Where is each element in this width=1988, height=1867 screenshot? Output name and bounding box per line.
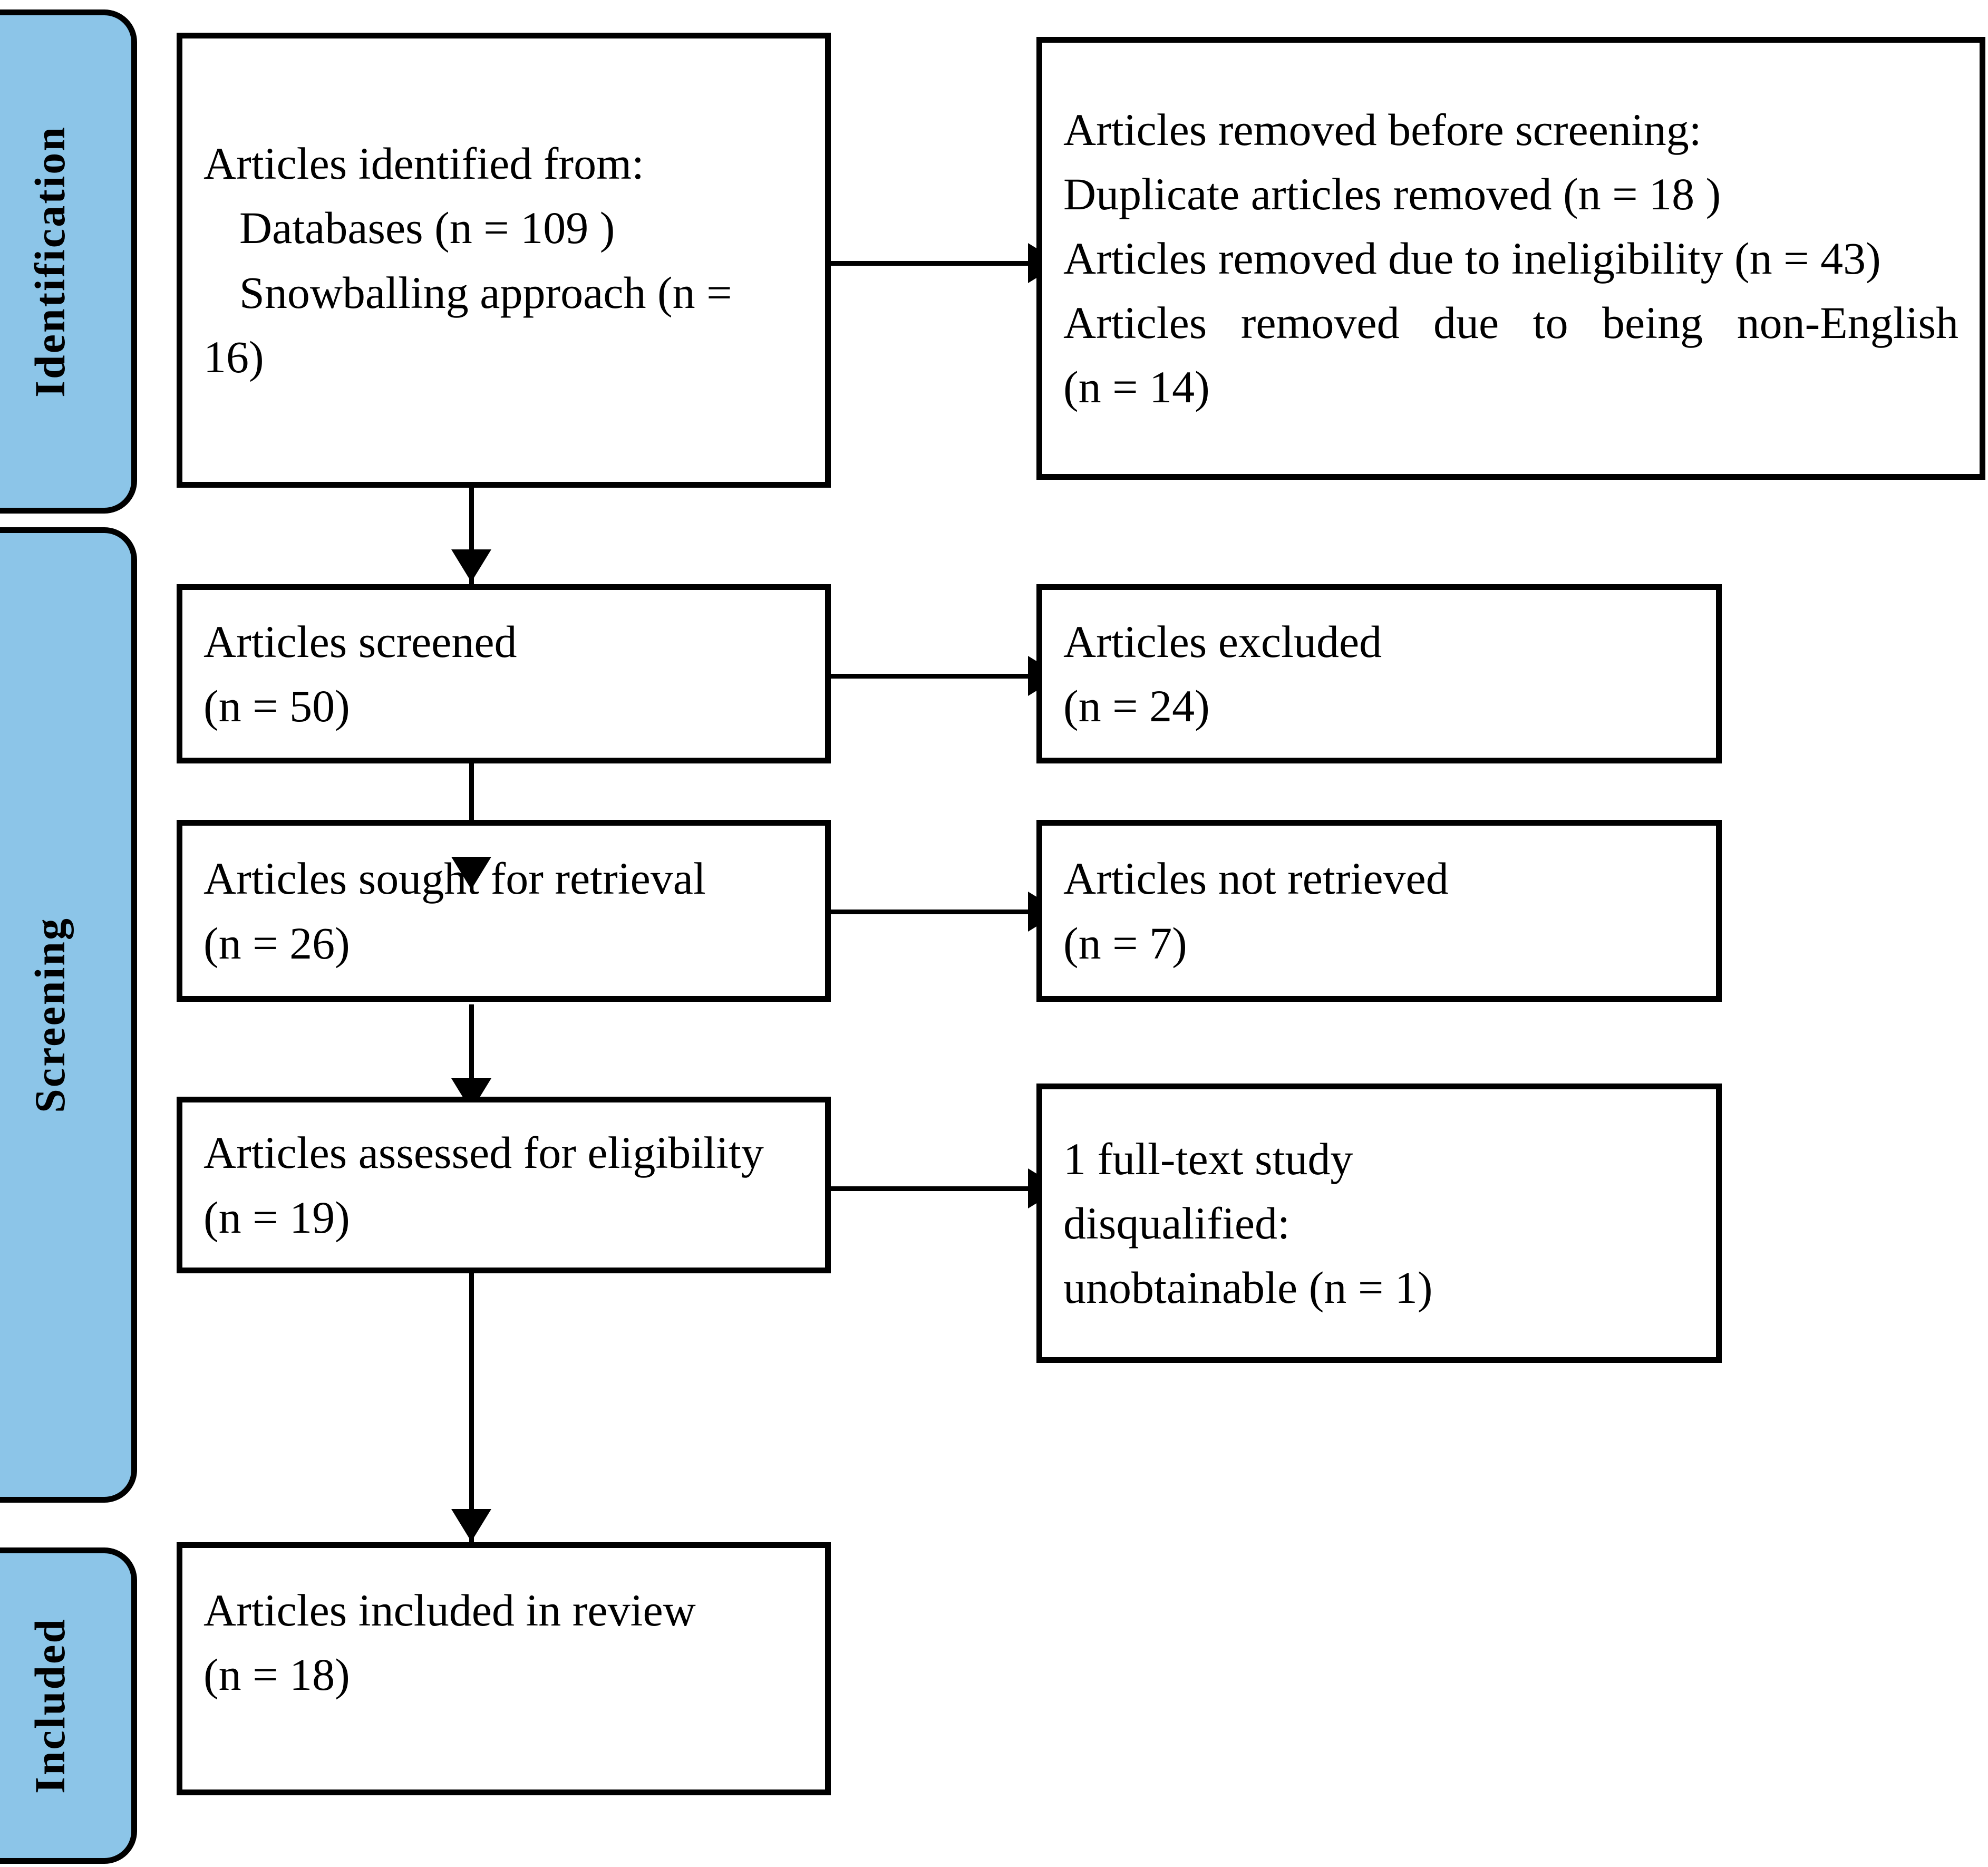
phase-label-identification: Identification: [26, 125, 74, 398]
box-articles-identified-text: Articles identified from: Databases (n =…: [182, 131, 825, 389]
sought-line-1: Articles sought for retrieval: [203, 853, 706, 904]
removed-line-2: Duplicate articles removed (n = 18 ): [1063, 168, 1721, 219]
assessed-line-2: (n = 19): [203, 1192, 350, 1243]
excluded-line-1: Articles excluded: [1063, 616, 1382, 667]
identified-line-2: Databases (n = 109 ): [239, 202, 615, 254]
arrowhead-identified-to-screened: [451, 549, 491, 582]
excluded-line-2: (n = 24): [1063, 681, 1210, 731]
phase-pill-included: Included: [0, 1547, 137, 1864]
box-articles-assessed-for-eligibility: Articles assessed for eligibility (n = 1…: [177, 1097, 831, 1273]
box-articles-assessed-text: Articles assessed for eligibility (n = 1…: [182, 1120, 825, 1249]
box-articles-not-retrieved-text: Articles not retrieved (n = 7): [1042, 846, 1716, 975]
box-articles-included-text: Articles included in review (n = 18): [182, 1578, 825, 1707]
box-full-text-disqualified: 1 full-text study disqualified: unobtain…: [1036, 1084, 1722, 1363]
connector-screened-to-excluded: [831, 674, 1036, 679]
box-articles-screened-text: Articles screened (n = 50): [182, 610, 825, 738]
connector-identified-to-screened: [469, 488, 474, 585]
arrowhead-screened-to-sought: [451, 857, 491, 889]
box-articles-not-retrieved: Articles not retrieved (n = 7): [1036, 820, 1722, 1002]
screened-line-1: Articles screened: [203, 616, 517, 667]
not-retrieved-line-1: Articles not retrieved: [1063, 853, 1449, 904]
assessed-line-1: Articles assessed for eligibility: [203, 1127, 764, 1178]
arrowhead-assessed-to-included: [451, 1509, 491, 1542]
box-articles-screened: Articles screened (n = 50): [177, 584, 831, 763]
box-full-text-disqualified-text: 1 full-text study disqualified: unobtain…: [1042, 1127, 1716, 1320]
box-articles-excluded: Articles excluded (n = 24): [1036, 584, 1722, 763]
connector-sought-to-assessed: [469, 1004, 474, 1113]
connector-sought-to-not-retrieved: [831, 910, 1036, 914]
box-articles-removed-text: Articles removed before screening: Dupli…: [1042, 98, 1980, 420]
included-line-1: Articles included in review: [203, 1584, 696, 1636]
box-articles-sought-for-retrieval: Articles sought for retrieval (n = 26): [177, 820, 831, 1002]
box-articles-removed-before-screening: Articles removed before screening: Dupli…: [1036, 37, 1985, 480]
identified-line-4: 16): [203, 331, 264, 382]
phase-pill-identification: Identification: [0, 9, 137, 514]
phase-pill-screening: Screening: [0, 527, 137, 1503]
included-line-2: (n = 18): [203, 1649, 350, 1700]
phase-label-screening: Screening: [26, 917, 74, 1113]
identified-line-3: Snowballing approach (n =: [239, 267, 732, 318]
box-articles-sought-text: Articles sought for retrieval (n = 26): [182, 846, 825, 975]
disqualified-line-3: unobtainable (n = 1): [1063, 1262, 1433, 1313]
removed-line-4: Articles removed due to being non-Englis…: [1063, 297, 1958, 349]
removed-line-5: (n = 14): [1063, 362, 1210, 413]
box-articles-excluded-text: Articles excluded (n = 24): [1042, 610, 1716, 738]
box-articles-identified: Articles identified from: Databases (n =…: [177, 33, 831, 488]
connector-assessed-to-included: [469, 1271, 474, 1545]
removed-line-1: Articles removed before screening:: [1063, 104, 1702, 155]
phase-label-included: Included: [26, 1618, 74, 1794]
identified-line-1: Articles identified from:: [203, 138, 644, 189]
disqualified-line-2: disqualified:: [1063, 1197, 1290, 1249]
sought-line-2: (n = 26): [203, 917, 350, 969]
removed-line-3: Articles removed due to ineligibility (n…: [1063, 233, 1881, 284]
disqualified-line-1: 1 full-text study: [1063, 1133, 1353, 1184]
screened-line-2: (n = 50): [203, 681, 350, 731]
connector-assessed-to-disqualified: [831, 1186, 1036, 1191]
connector-identified-to-removed: [831, 261, 1036, 266]
not-retrieved-line-2: (n = 7): [1063, 917, 1187, 969]
box-articles-included-in-review: Articles included in review (n = 18): [177, 1542, 831, 1795]
